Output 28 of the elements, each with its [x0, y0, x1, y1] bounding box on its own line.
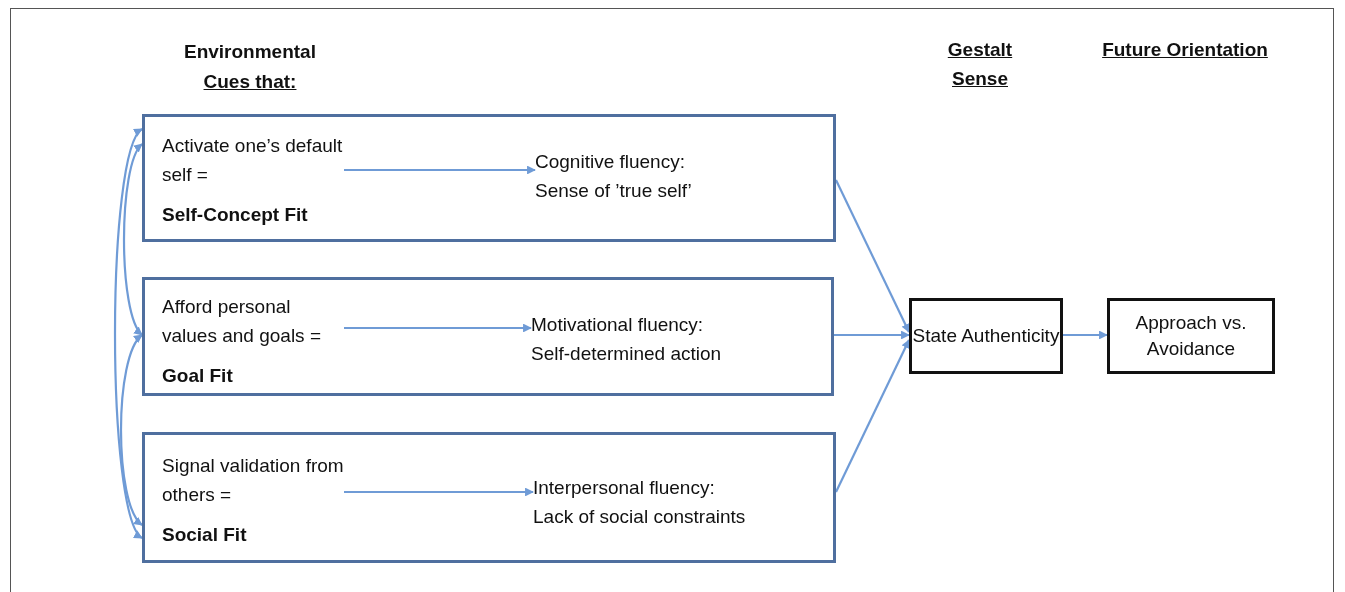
- cue-text: Afford personal values and goals =: [162, 295, 322, 349]
- arrow: [835, 339, 910, 493]
- cue-text: Signal validation from others =: [162, 454, 344, 508]
- column-heading: Gestalt Sense: [946, 38, 1014, 91]
- arrow: [835, 179, 910, 333]
- column-heading: Environmental: [183, 40, 317, 64]
- process-box: State Authenticity: [909, 298, 1063, 374]
- cue-text: Motivational fluency: Self-determined action: [531, 313, 723, 367]
- curved-arrow: [113, 128, 143, 539]
- fit-heading: Social Fit: [162, 522, 248, 547]
- arrow: [344, 487, 534, 497]
- fit-heading: Self-Concept Fit: [162, 202, 309, 227]
- curved-arrow: [119, 334, 143, 526]
- fit-heading: Goal Fit: [162, 363, 234, 388]
- group-box: [142, 432, 836, 563]
- group-box: [142, 114, 836, 242]
- cue-text: Cognitive fluency: Sense of ’true self’: [535, 150, 693, 204]
- curved-arrow: [122, 143, 143, 336]
- cue-text: Interpersonal fluency: Lack of social constraints: [533, 476, 747, 530]
- arrow: [834, 330, 910, 340]
- column-heading: Cues that:: [202, 70, 298, 94]
- arrow: [1063, 330, 1108, 340]
- group-box: [142, 277, 834, 396]
- arrow: [344, 323, 532, 333]
- column-heading: Future Orientation: [1101, 38, 1269, 62]
- arrow: [344, 165, 536, 175]
- process-box: Approach vs. Avoidance: [1107, 298, 1275, 374]
- cue-text: Activate one’s default self =: [162, 134, 344, 188]
